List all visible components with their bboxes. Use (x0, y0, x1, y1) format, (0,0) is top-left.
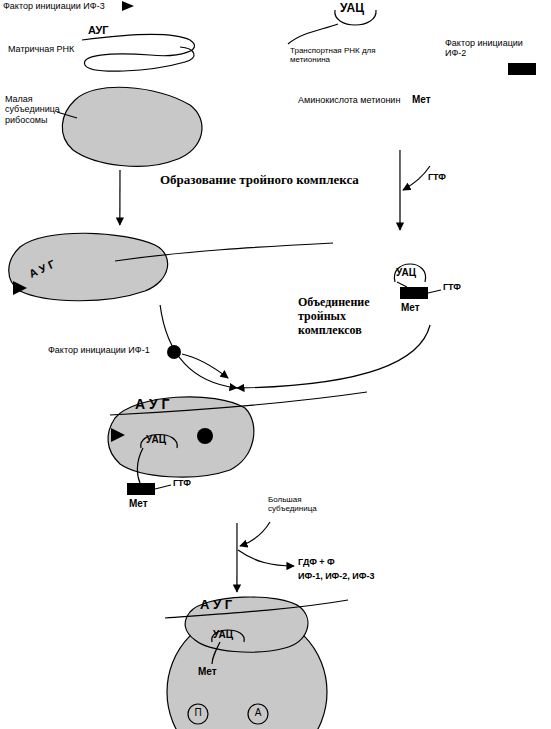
drawing-part (165, 600, 348, 618)
node-text: П (188, 707, 208, 719)
annotation-label: Большая субъединица (268, 495, 328, 513)
drawing-part (185, 597, 308, 652)
annotation-label: Матричная РНК (8, 44, 74, 54)
node-text: Транспортная РНК для метионина (290, 46, 380, 64)
drawing-part (57, 112, 77, 118)
drawing-part (108, 397, 254, 477)
node-text: Малая субъединица рибосомы (5, 94, 63, 125)
node-text: Мет (129, 498, 148, 510)
drawing-part (137, 448, 143, 483)
stage-node: А У Г УАЦ ГТФ Мет (105, 388, 370, 523)
annotation-label: Объединение тройных комплексов (298, 296, 408, 337)
drawing-part (394, 264, 425, 282)
drawing-part (111, 428, 125, 442)
annotation-label: Аминокислота метионин (298, 95, 400, 105)
stage-node: Малая субъединица рибосомы (5, 80, 210, 170)
annotation-label: ИФ-1, ИФ-2, ИФ-3 (298, 571, 374, 581)
if1-arrow (182, 354, 228, 378)
node-text: УАЦ (340, 2, 364, 16)
node-text: А У Г (135, 396, 170, 412)
flow-arrow (119, 170, 120, 225)
drawing-part (155, 485, 171, 489)
annotation-label: Фактор инициации ИФ-1 (48, 345, 150, 355)
flow-arrow (236, 523, 237, 592)
drawing-part (397, 282, 407, 287)
node-text: УАЦ (213, 629, 233, 641)
drawing-part (197, 428, 213, 444)
drawing-part (110, 392, 367, 415)
mrna-strand (82, 34, 194, 71)
annotation-label: Фактор инициации ИФ-3 (3, 1, 105, 11)
annotation-label: Фактор инициации ИФ-2 (445, 38, 525, 59)
annotation-label: Образование тройного комплекса (160, 173, 359, 188)
stage-node: А У Г УАЦ МетП А (160, 592, 350, 729)
gtp-arrow (403, 166, 430, 190)
node-text: ГТФ (173, 478, 191, 488)
drawing-part (288, 24, 338, 44)
node-text: А У Г (200, 598, 232, 613)
stage-node: А У Г (5, 225, 335, 305)
annotation-label: АУГ (88, 24, 109, 37)
node-text: УАЦ (146, 434, 166, 446)
node-shape (280, 0, 420, 150)
node-text: УАЦ (396, 267, 416, 279)
flow-arrow (237, 325, 430, 388)
drawing-part (400, 287, 428, 299)
drawing-part (248, 704, 268, 724)
drawing-part (188, 704, 208, 724)
node-shape (5, 80, 210, 170)
annotation-label: ГТФ (428, 172, 446, 182)
drawing-part (13, 281, 27, 295)
drawing-part (428, 290, 441, 293)
node-text: Мет (401, 302, 420, 314)
drawing-part (141, 435, 178, 449)
drawing-part (115, 243, 333, 261)
stage-node: УАЦ ГТФ Мет (385, 230, 480, 325)
stage-node: УАЦ Транспортная РНК для метионина (280, 0, 420, 150)
drawing-part (62, 87, 202, 166)
large-subunit-arrow (240, 522, 270, 546)
drawing-part (212, 630, 245, 642)
drawing-part (212, 642, 220, 664)
if1-circle (167, 345, 181, 359)
drawing-part (9, 233, 168, 301)
node-text: А (248, 707, 268, 719)
flow-arrow (160, 305, 237, 388)
flow-arrow (399, 150, 400, 230)
annotation-label: ГДФ + Ф (298, 557, 335, 567)
release-arrow (238, 550, 294, 566)
node-text: Мет (198, 666, 217, 678)
if2-block (508, 63, 536, 75)
if3-triangle (122, 1, 134, 11)
node-text: ГТФ (443, 282, 461, 292)
annotation-label: Мет (412, 94, 431, 106)
drawing-part (127, 483, 155, 495)
